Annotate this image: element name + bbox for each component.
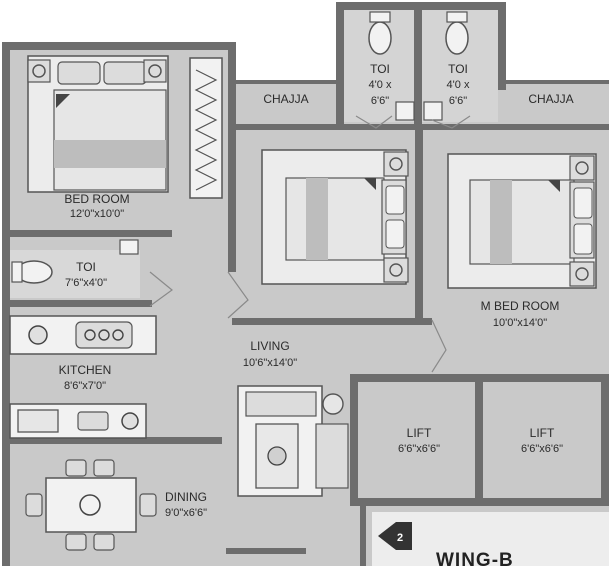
room-labels: BED ROOM 12'0"x10'0" TOI 7'6"x4'0" KITCH…	[59, 62, 574, 519]
toilet-upper-fixtures	[344, 10, 498, 122]
toi-1-name: TOI	[370, 62, 390, 76]
bedroom-size: 12'0"x10'0"	[70, 208, 124, 220]
kitchen-name: KITCHEN	[59, 363, 112, 377]
toi-small-name: TOI	[76, 260, 96, 274]
stair-number: 2	[397, 532, 403, 544]
bedroom-furniture	[27, 55, 223, 199]
stair-marker: 2 WING-B	[372, 512, 609, 566]
kitchen-counters	[9, 315, 157, 439]
living-sofa	[237, 385, 349, 497]
toi-2-size-b: 6'6"	[449, 95, 467, 107]
toi-small-size: 7'6"x4'0"	[65, 277, 107, 289]
toi-2-name: TOI	[448, 62, 468, 76]
kitchen-size: 8'6"x7'0"	[64, 380, 106, 392]
toilet-small-fixtures	[10, 239, 140, 298]
master-size: 10'0"x14'0"	[493, 317, 547, 329]
toi-1-size-a: 4'0 x	[369, 79, 392, 91]
master-bed	[447, 153, 597, 289]
chajja-left: CHAJJA	[263, 92, 308, 106]
dining-table	[25, 459, 157, 551]
middle-bed	[261, 149, 409, 285]
toi-1-size-b: 6'6"	[371, 95, 389, 107]
lift-1-name: LIFT	[407, 426, 432, 440]
toi-2-size-a: 4'0 x	[447, 79, 470, 91]
chajja-right: CHAJJA	[528, 92, 573, 106]
dining-size: 9'0"x6'6"	[165, 507, 207, 519]
bedroom-name: BED ROOM	[64, 192, 129, 206]
lift-1-size: 6'6"x6'6"	[398, 443, 440, 455]
living-name: LIVING	[250, 339, 289, 353]
lift-2-name: LIFT	[530, 426, 555, 440]
master-name: M BED ROOM	[481, 299, 560, 313]
wing-label: WING-B	[436, 550, 514, 566]
door-swings	[149, 115, 471, 373]
lift-2-size: 6'6"x6'6"	[521, 443, 563, 455]
dining-name: DINING	[165, 490, 207, 504]
living-size: 10'6"x14'0"	[243, 357, 297, 369]
